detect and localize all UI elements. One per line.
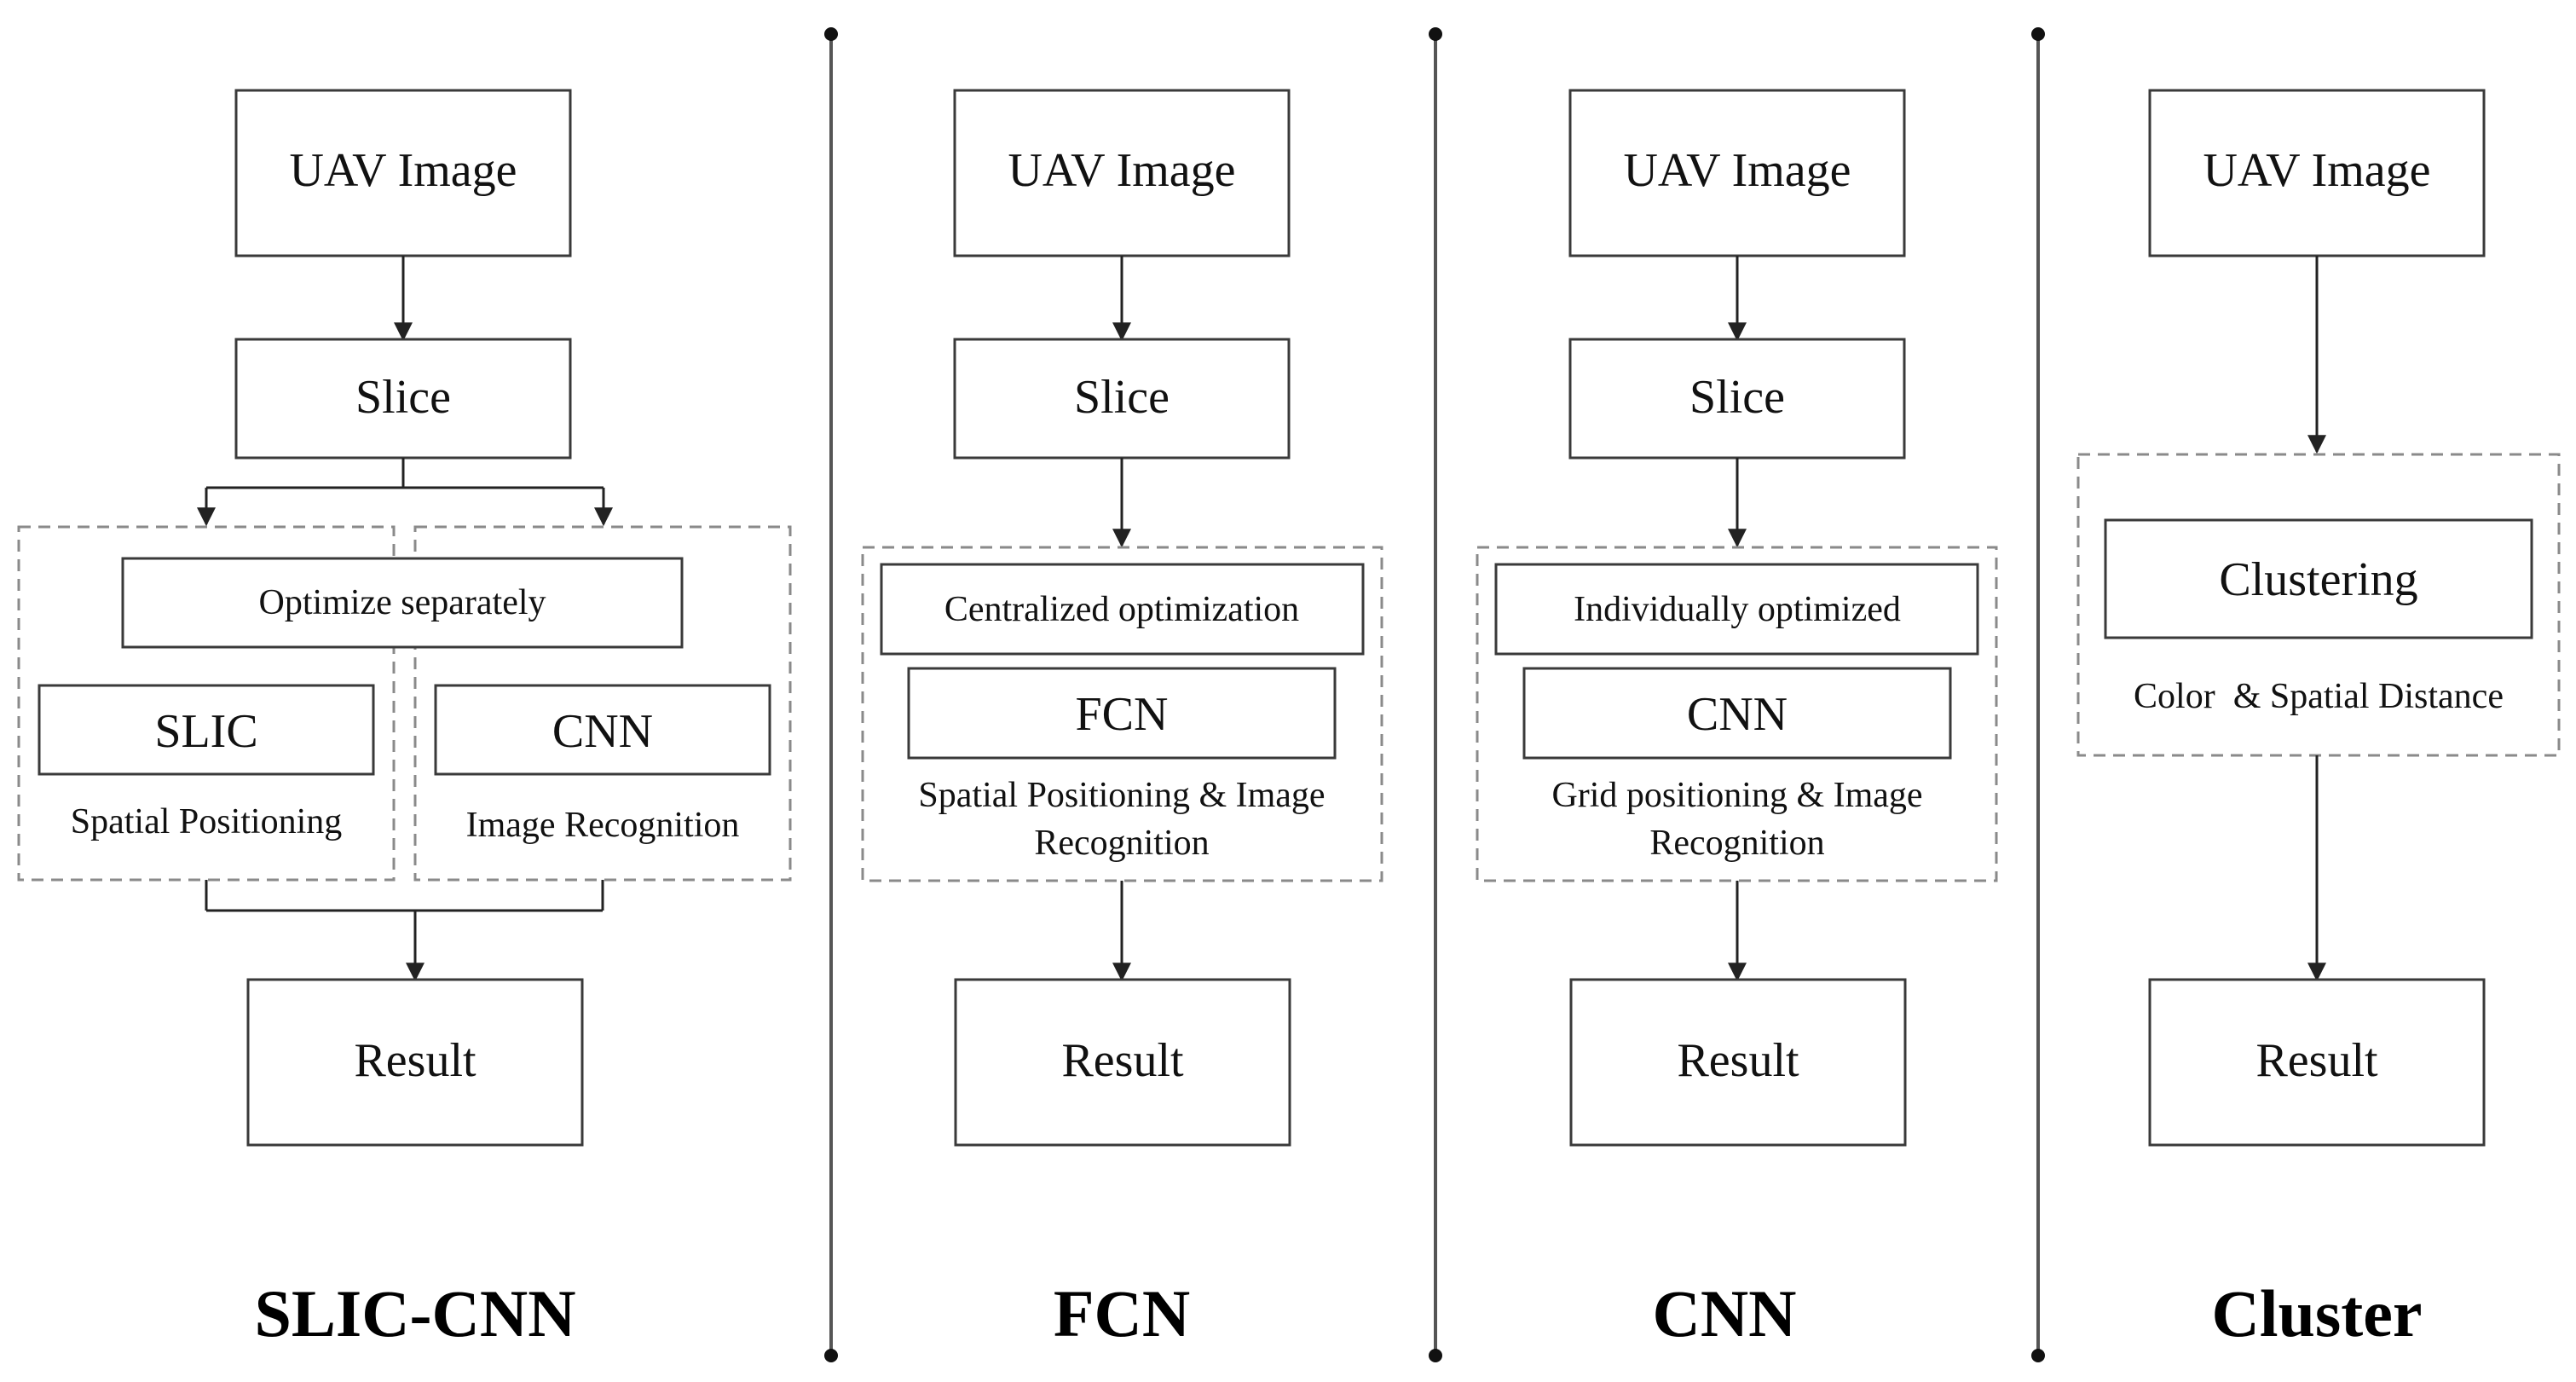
cluster-container	[2076, 453, 2561, 757]
column-divider-3	[2031, 27, 2045, 1362]
cnn-label: CNN	[552, 705, 653, 758]
cnn-box	[1522, 667, 1952, 760]
column-fcn: UAV Image Slice Centralized optimization…	[861, 89, 1383, 1350]
uav-image-label: UAV Image	[1008, 144, 1235, 197]
centralized-optimization-label: Centralized optimization	[944, 590, 1299, 629]
fcn-caption-line1: Spatial Positioning & Image	[918, 776, 1325, 815]
result-box	[246, 978, 584, 1147]
slic-box	[38, 684, 375, 776]
uav-image-box	[1568, 89, 1906, 257]
cnn-box	[434, 684, 771, 776]
slice-label: Slice	[1689, 371, 1785, 424]
result-label: Result	[2255, 1034, 2378, 1087]
column-divider-1	[824, 27, 838, 1362]
slic-label: SLIC	[154, 705, 257, 758]
cnn-branch-container	[413, 525, 792, 882]
column-slic-cnn: UAV Image Slice Optimize separately SLIC…	[17, 89, 792, 1350]
result-box	[1569, 978, 1907, 1147]
fcn-caption-line2: Recognition	[1034, 824, 1209, 863]
uav-image-label: UAV Image	[1623, 144, 1851, 197]
optimize-separately-label: Optimize separately	[258, 583, 546, 622]
uav-image-label: UAV Image	[2203, 144, 2430, 197]
individually-optimized-box	[1494, 563, 1979, 656]
cnn-container	[1476, 546, 1998, 882]
column-title: FCN	[1054, 1276, 1190, 1350]
column-cnn: UAV Image Slice Individually optimized C…	[1476, 89, 1998, 1350]
slice-label: Slice	[1074, 371, 1170, 424]
slice-box	[1568, 338, 1906, 460]
clustering-label: Clustering	[2219, 553, 2417, 606]
uav-image-label: UAV Image	[289, 144, 517, 197]
column-title: Cluster	[2212, 1276, 2423, 1350]
image-recognition-caption: Image Recognition	[466, 806, 740, 845]
centralized-optimization-box	[880, 563, 1365, 656]
column-title: CNN	[1653, 1276, 1797, 1350]
slic-branch-container	[17, 525, 396, 882]
column-divider-2	[1429, 27, 1442, 1362]
cnn-caption-line1: Grid positioning & Image	[1551, 776, 1922, 815]
fcn-label: FCN	[1076, 688, 1169, 741]
column-title: SLIC-CNN	[254, 1276, 575, 1350]
spatial-positioning-caption: Spatial Positioning	[71, 802, 343, 841]
slice-label: Slice	[355, 371, 451, 424]
cnn-label: CNN	[1687, 688, 1788, 741]
result-label: Result	[354, 1034, 477, 1087]
slice-box	[953, 338, 1291, 460]
individually-optimized-label: Individually optimized	[1574, 590, 1901, 629]
column-cluster: UAV Image Clustering Color & Spatial Dis…	[2076, 89, 2561, 1350]
result-label: Result	[1061, 1034, 1184, 1087]
uav-image-box	[234, 89, 572, 257]
result-label: Result	[1677, 1034, 1799, 1087]
optimize-separately-box	[121, 557, 684, 649]
uav-image-box	[953, 89, 1291, 257]
result-box	[2148, 978, 2486, 1147]
fcn-container	[861, 546, 1383, 882]
clustering-box	[2104, 518, 2533, 639]
cnn-caption-line2: Recognition	[1649, 824, 1824, 863]
fcn-box	[907, 667, 1337, 760]
color-spatial-distance-caption: Color & Spatial Distance	[2134, 677, 2504, 716]
result-box	[954, 978, 1291, 1147]
